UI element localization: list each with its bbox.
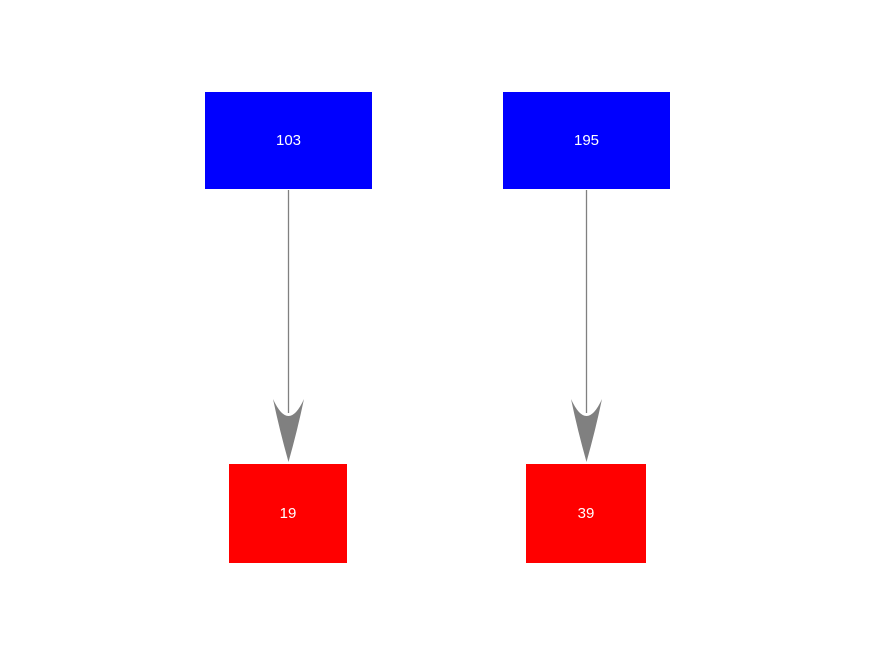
node-39: 39 (526, 464, 646, 563)
node-103: 103 (205, 92, 372, 189)
node-19: 19 (229, 464, 347, 563)
arrow-left (273, 190, 304, 462)
arrow-right-head-icon (571, 399, 602, 462)
node-19-label: 19 (279, 505, 297, 522)
arrow-left-head-icon (273, 399, 304, 462)
node-39-label: 39 (577, 505, 595, 522)
node-103-label: 103 (275, 132, 302, 149)
node-195-label: 195 (573, 132, 600, 149)
arrow-right (571, 190, 602, 462)
node-195: 195 (503, 92, 670, 189)
